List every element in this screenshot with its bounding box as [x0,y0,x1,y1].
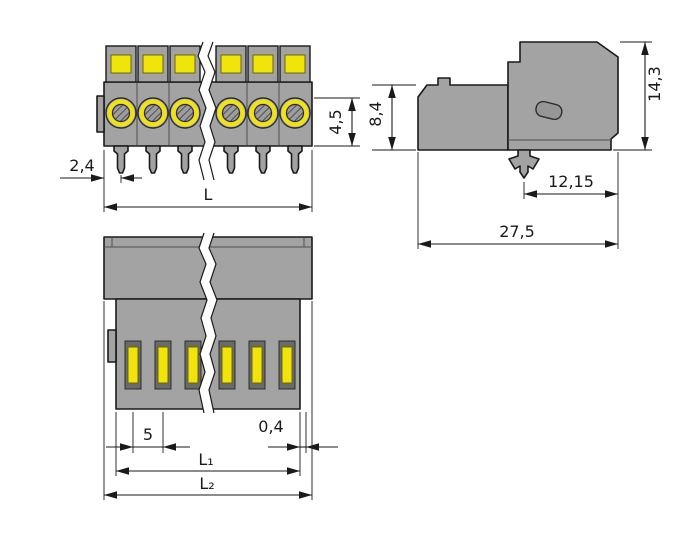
solder-pin [145,145,161,174]
dimension-height-total: 14,3 [613,41,664,151]
terminal-opening [278,96,312,130]
dim-label-latch-to-front-edge: 12,15 [548,172,594,191]
dim-label-pin-length: 4,5 [326,109,345,134]
dim-label-length-l1: L₁ [198,450,213,469]
lever-unit [247,45,279,83]
dimension-length-l1: L₁ [115,412,300,476]
bottom-side-tab [107,329,117,363]
break-line [197,41,217,181]
front-side-tab [96,95,105,133]
terminal-opening [246,96,280,130]
dim-label-pole-pitch: 5 [143,425,153,444]
side-view [417,41,619,179]
break-line [198,232,218,414]
dimension-length-l2: L₂ [103,301,313,500]
contact-slot [184,340,202,390]
dimension-edge-gap: 0,4 [258,412,338,476]
dim-label-length-total: L [204,185,213,204]
marking-slot [535,100,563,121]
contact-slot [154,340,172,390]
dimension-pole-pitch: 5 [106,412,190,453]
dim-label-pin-offset: 2,4 [69,156,94,175]
terminal-opening [214,96,248,130]
solder-pin [255,145,271,174]
dim-label-length-l2: L₂ [199,474,214,493]
lever-unit [215,45,247,83]
bottom-view [103,232,313,414]
lever-unit [105,45,137,83]
dimension-pin-length: 4,5 [314,97,360,147]
dim-label-height-total: 14,3 [645,66,664,102]
snap-in-foot [508,149,540,179]
side-housing-rear [417,77,509,151]
dimension-depth-total: 27,5 [417,152,618,249]
lever-unit [279,45,311,83]
dim-label-edge-gap: 0,4 [258,417,283,436]
terminal-opening [136,96,170,130]
dim-label-housing-height: 8,4 [366,101,385,126]
solder-pin [113,145,129,174]
contact-slot [248,340,266,390]
dimension-housing-height: 8,4 [366,84,416,151]
terminal-opening [104,96,138,130]
solder-pin [177,145,193,174]
dim-label-depth-total: 27,5 [499,222,535,241]
contact-slot [218,340,236,390]
terminal-opening [168,96,202,130]
lever-unit [137,45,169,83]
contact-slot [278,340,296,390]
lever-unit [169,45,201,83]
contact-slot [124,340,142,390]
front-view [96,41,313,181]
side-housing-front [507,41,619,151]
dimension-pin-offset: 2,4 [60,150,142,212]
solder-pin [223,145,239,174]
dimension-latch-to-front-edge: 12,15 [523,152,619,249]
dimension-length-total: L [104,150,313,212]
solder-pin [287,145,303,174]
